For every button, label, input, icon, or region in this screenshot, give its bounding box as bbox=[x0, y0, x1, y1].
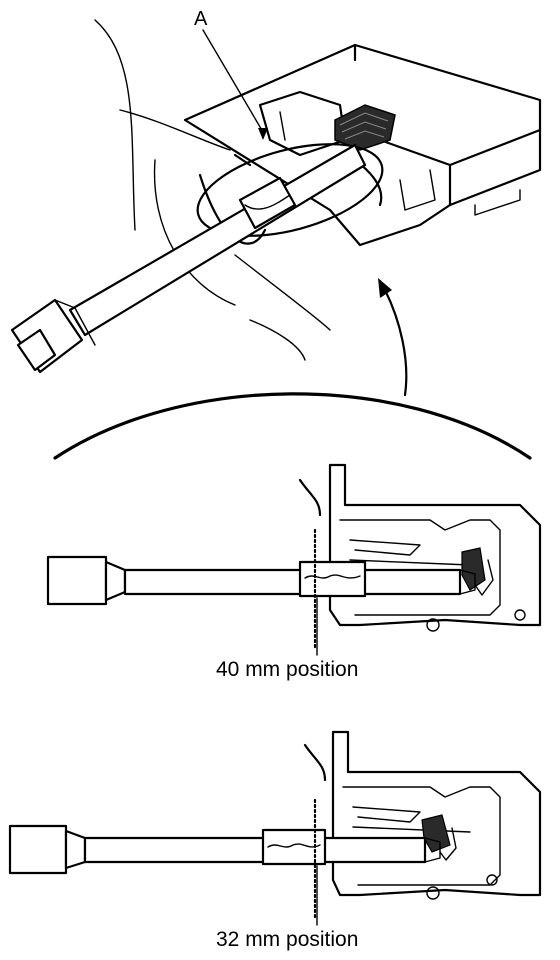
socket-wrench bbox=[10, 143, 367, 374]
callout-a: A bbox=[194, 8, 268, 140]
isometric-view: A bbox=[10, 8, 542, 460]
section-view-40mm: 40 mm position bbox=[46, 463, 542, 681]
tensioner-mechanism bbox=[334, 104, 396, 151]
section-arc bbox=[53, 392, 532, 460]
direction-arrow bbox=[378, 278, 408, 397]
position-label-32mm: 32 mm position bbox=[216, 928, 358, 951]
section-view-32mm: 32 mm position bbox=[8, 730, 542, 951]
position-label-40mm: 40 mm position bbox=[216, 658, 358, 681]
callout-label-a: A bbox=[194, 8, 208, 30]
